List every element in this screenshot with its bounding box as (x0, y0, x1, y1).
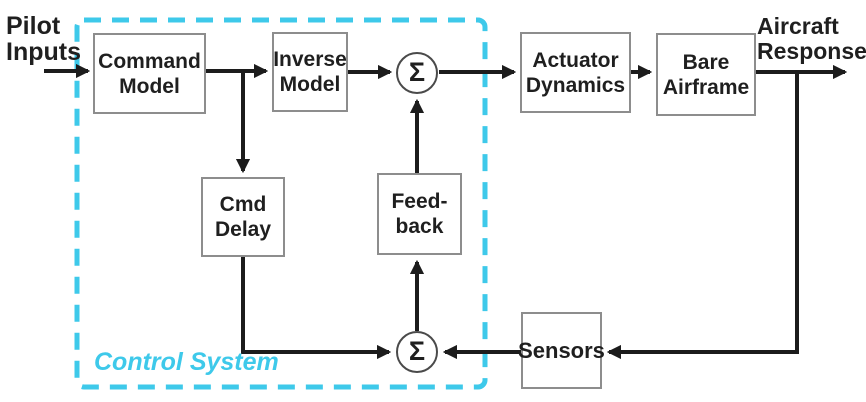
sensors-block: Sensors (518, 312, 605, 389)
arrow-cmd-delay-to-sum-bottom (241, 257, 392, 360)
summation-junction-top: Σ (396, 52, 438, 94)
feedback-block: Feed- back (377, 173, 462, 255)
control-system-boundary-label: Control System (94, 348, 279, 376)
inverse-model-block: Inverse Model (272, 32, 348, 112)
arrow-response-branch-to-sensors (606, 72, 799, 360)
actuator-dynamics-block: Actuator Dynamics (520, 32, 631, 113)
aircraft-response-label: Aircraft Response (757, 13, 866, 64)
control-system-boundary (74, 17, 488, 390)
command-model-block: Command Model (93, 33, 206, 114)
bare-airframe-block: Bare Airframe (656, 33, 756, 116)
summation-junction-bottom: Σ (396, 331, 438, 373)
pilot-inputs-label: Pilot Inputs (6, 12, 81, 66)
cmd-delay-block: Cmd Delay (201, 177, 285, 257)
